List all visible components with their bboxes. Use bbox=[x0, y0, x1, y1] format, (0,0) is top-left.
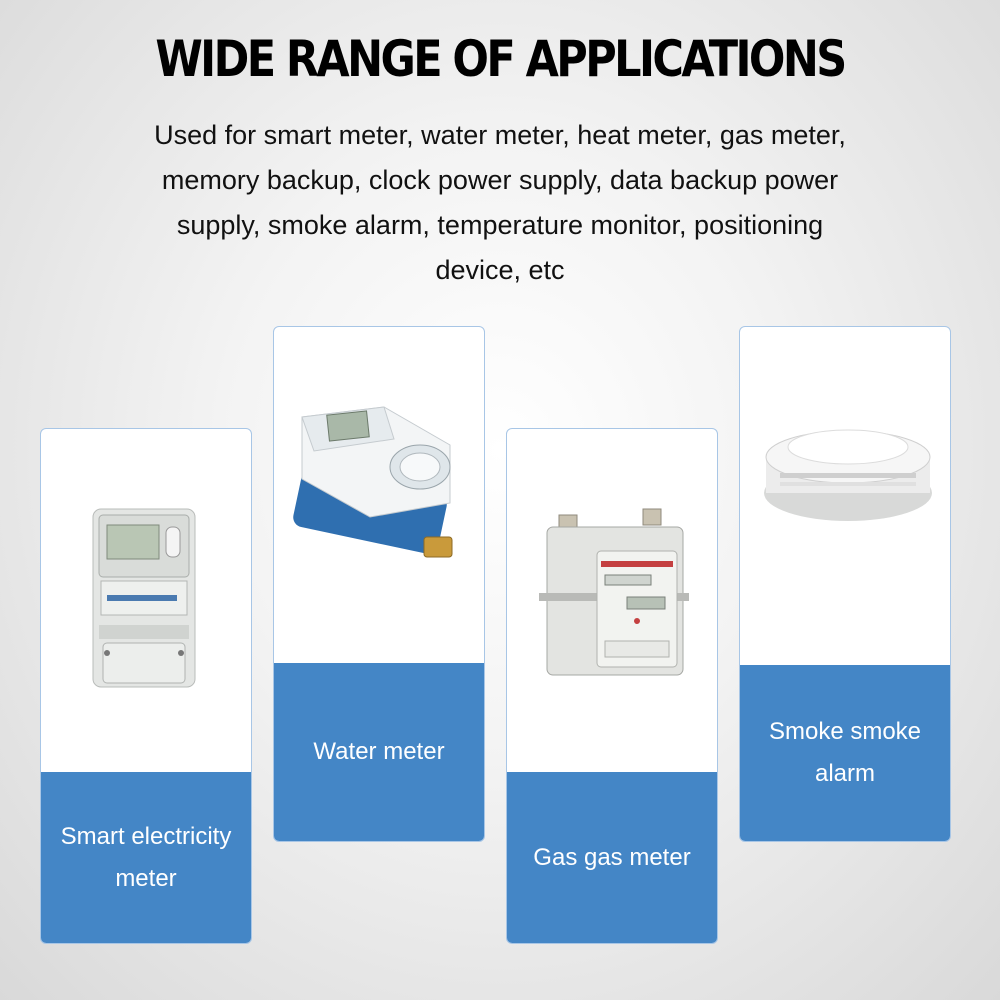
water-meter-icon bbox=[274, 327, 484, 665]
application-card-gas-meter: Gas gas meter bbox=[506, 428, 718, 944]
card-label: Gas gas meter bbox=[533, 843, 691, 871]
card-label: Smart electricity meter bbox=[60, 822, 232, 892]
label-area: Smoke smoke alarm bbox=[740, 665, 950, 841]
label-area: Gas gas meter bbox=[507, 772, 717, 943]
application-card-electricity-meter: Smart electricity meter bbox=[40, 428, 252, 944]
electricity-meter-icon bbox=[41, 429, 251, 774]
card-label: Water meter bbox=[313, 738, 445, 765]
application-card-smoke-alarm: Smoke smoke alarm bbox=[739, 326, 951, 842]
smoke-alarm-icon bbox=[740, 327, 950, 667]
card-label: Smoke smoke alarm bbox=[768, 718, 922, 787]
label-area: Water meter bbox=[274, 663, 484, 841]
applications-description: Used for smart meter, water meter, heat … bbox=[154, 120, 846, 285]
gas-meter-icon bbox=[507, 429, 717, 774]
application-card-water-meter: Water meter bbox=[273, 326, 485, 842]
page-title: WIDE RANGE OF APPLICATIONS bbox=[155, 30, 847, 88]
label-area: Smart electricity meter bbox=[41, 772, 251, 943]
